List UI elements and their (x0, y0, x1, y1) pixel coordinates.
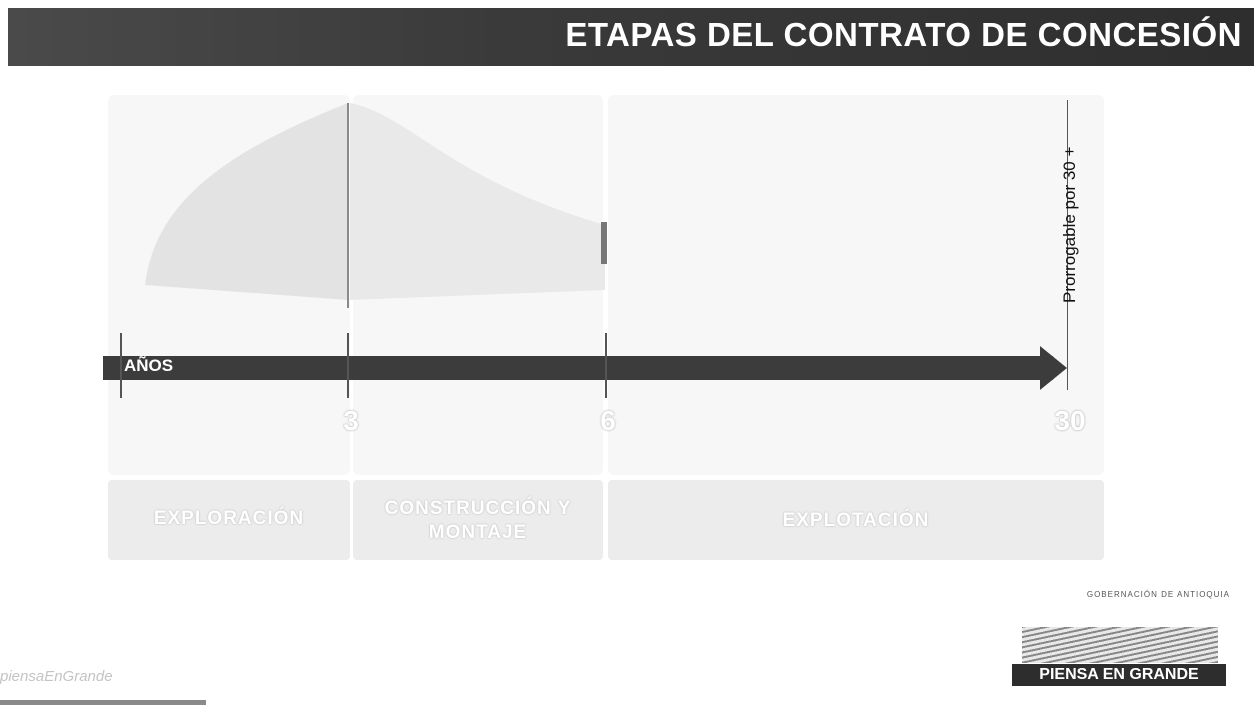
tick-label-30: 30 (1054, 405, 1086, 436)
extension-note: Prorrogable por 30 + (1060, 146, 1079, 303)
tick-label-6: 6 (600, 405, 616, 436)
phase-exploitation-label: EXPLOTACIÓN (782, 510, 930, 531)
phase-construction-label-1: CONSTRUCCIÓN Y (384, 498, 572, 519)
curve-left-shape (145, 103, 348, 300)
phase-construction-label-2: MONTAJE (428, 522, 528, 543)
page-title: ETAPAS DEL CONTRATO DE CONCESIÓN (565, 16, 1242, 53)
tick-label-3: 3 (343, 405, 359, 436)
footer-bar (0, 700, 206, 705)
phase-exploration: EXPLORACIÓN (108, 480, 350, 560)
extension-line (1067, 100, 1068, 390)
footer-script-text: piensaEnGrande (0, 668, 113, 685)
header-bar: ETAPAS DEL CONTRATO DE CONCESIÓN (8, 8, 1254, 66)
axis-label: AÑOS (124, 356, 174, 375)
curve-right-shape (350, 103, 605, 300)
phase-exploration-label: EXPLORACIÓN (153, 508, 305, 529)
timeline-arrow-head (1040, 346, 1067, 390)
logo-graphic (1022, 627, 1218, 663)
exploitation-panel (608, 95, 1104, 475)
logo-text: PIENSA EN GRANDE (1012, 664, 1226, 686)
phase-construction: CONSTRUCCIÓN Y MONTAJE (353, 480, 603, 560)
phase-exploitation: EXPLOTACIÓN (608, 480, 1104, 560)
gobernacion-text: GOBERNACIÓN DE ANTIOQUIA (1086, 590, 1230, 599)
timeline-arrow-shaft (103, 356, 1053, 380)
curve-end-mark (601, 222, 607, 264)
